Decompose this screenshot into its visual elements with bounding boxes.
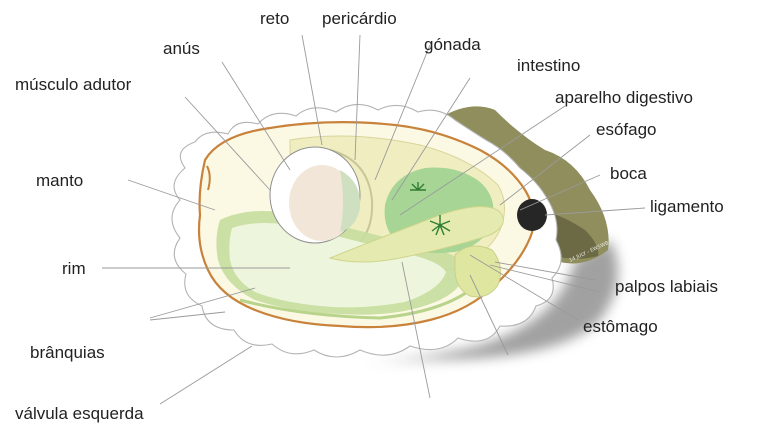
label-boca: boca (610, 164, 647, 183)
label-palpos-labiais: palpos labiais (615, 277, 718, 296)
label-reto: reto (260, 9, 289, 28)
label-gonada: gónada (424, 35, 481, 54)
label-estomago: estômago (583, 317, 658, 336)
label-intestino: intestino (517, 56, 580, 75)
label-valvula-esquerda: válvula esquerda (15, 404, 144, 423)
labial-palps (455, 246, 500, 297)
mouth-dark (517, 199, 547, 231)
label-aparelho-digestivo: aparelho digestivo (555, 88, 693, 107)
label-esofago: esófago (596, 120, 657, 139)
label-musculo-adutor: músculo adutor (15, 75, 132, 94)
label-ligamento: ligamento (650, 197, 724, 216)
label-anus: anús (163, 39, 200, 58)
label-pericardio: pericárdio (322, 9, 397, 28)
label-manto: manto (36, 171, 83, 190)
label-branquias: brânquias (30, 343, 105, 362)
label-rim: rim (62, 259, 86, 278)
